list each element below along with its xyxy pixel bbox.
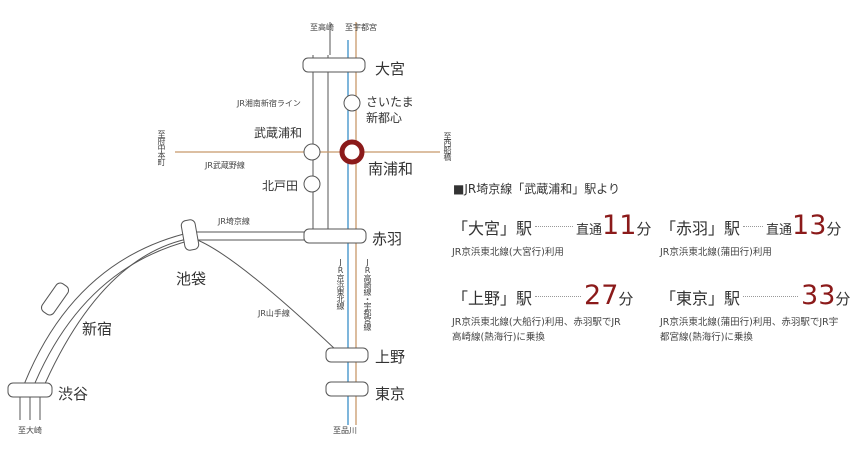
station-kitatoda: 北戸田	[262, 179, 299, 193]
station-saitama-shintoshin: さいたま新都心	[366, 95, 414, 125]
dir-utsunomiya: 至宇都宮	[345, 23, 377, 32]
route-station: 「大宮」駅	[452, 219, 533, 238]
shibuya-pill	[7, 382, 53, 398]
line-keihin: JR京浜東北線	[336, 258, 345, 309]
ikebukuro-pill	[180, 219, 200, 251]
dir-shinagawa: 至品川	[333, 426, 357, 435]
saikyo-arc-outer	[19, 231, 330, 420]
akabane-pill	[303, 228, 367, 244]
dir-nishifunabashi: 至西船橋	[443, 132, 452, 160]
dir-oosaki: 至大崎	[18, 426, 42, 435]
saitama-shintoshin-circle	[343, 94, 361, 112]
route-akabane: 「赤羽」駅 直通13分 JR京浜東北線(蒲田行)利用	[660, 210, 841, 260]
dir-fuchu: 至府中本町	[157, 130, 166, 165]
line-saikyo: JR埼京線	[218, 217, 250, 226]
station-akabane: 赤羽	[372, 230, 403, 248]
line-yamanote: JR山手線	[258, 309, 290, 318]
route-station: 「東京」駅	[660, 289, 741, 308]
route-omiya: 「大宮」駅 直通11分 JR京浜東北線(大宮行)利用	[452, 210, 651, 260]
route-ueno: 「上野」駅 27分 JR京浜東北線(大船行)利用、赤羽駅でJR高崎線(熱海行)に乗…	[452, 280, 633, 345]
kitatoda-circle	[303, 175, 321, 193]
station-ikebukuro: 池袋	[176, 270, 207, 288]
leader-dots	[535, 296, 582, 297]
shinjuku-pill	[40, 282, 70, 316]
omiya-pill	[302, 57, 366, 73]
route-station: 「上野」駅	[452, 289, 533, 308]
route-tokyo: 「東京」駅 33分 JR京浜東北線(蒲田行)利用、赤羽駅でJR宇都宮線(熱海行)に…	[660, 280, 850, 345]
line-musashino: JR武蔵野線	[205, 161, 245, 170]
route-station: 「赤羽」駅	[660, 219, 741, 238]
minami-urawa-marker	[339, 139, 365, 165]
route-note: JR京浜東北線(蒲田行)利用	[660, 247, 772, 258]
station-shibuya: 渋谷	[58, 385, 89, 403]
route-kind: 直通	[576, 223, 603, 238]
station-omiya: 大宮	[375, 60, 406, 78]
leader-dots	[743, 226, 764, 227]
route-kind: 直通	[766, 223, 793, 238]
line-takasaki-utsunomiya: JR高崎線・宇都宮線	[363, 258, 372, 330]
route-unit: 分	[618, 290, 634, 308]
saikyo-arc-inner	[29, 239, 330, 420]
route-note: JR京浜東北線(蒲田行)利用、赤羽駅でJR宇都宮線(熱海行)に乗換	[660, 317, 839, 343]
route-map	[7, 22, 440, 425]
info-title: ■JR埼京線「武蔵浦和」駅より	[453, 182, 620, 196]
route-unit: 分	[835, 290, 851, 308]
line-shonan: JR湘南新宿ライン	[237, 99, 301, 108]
route-minutes: 11	[602, 210, 637, 241]
route-note: JR京浜東北線(大宮行)利用	[452, 247, 564, 258]
musashi-urawa-circle	[303, 143, 321, 161]
leader-dots	[535, 226, 574, 227]
route-unit: 分	[636, 220, 652, 238]
route-minutes: 13	[792, 210, 827, 241]
route-note: JR京浜東北線(大船行)利用、赤羽駅でJR高崎線(熱海行)に乗換	[452, 317, 621, 343]
station-musashi-urawa: 武蔵浦和	[254, 126, 303, 140]
route-minutes: 27	[584, 280, 619, 311]
station-minami-urawa: 南浦和	[368, 160, 414, 178]
ueno-pill	[325, 347, 369, 363]
leader-dots	[743, 296, 799, 297]
tokyo-pill	[325, 381, 369, 397]
station-tokyo: 東京	[375, 385, 406, 403]
route-minutes: 33	[801, 280, 836, 311]
route-unit: 分	[826, 220, 842, 238]
dir-takasaki: 至高崎	[310, 23, 334, 32]
station-ueno: 上野	[375, 348, 406, 366]
station-shinjuku: 新宿	[82, 320, 113, 338]
